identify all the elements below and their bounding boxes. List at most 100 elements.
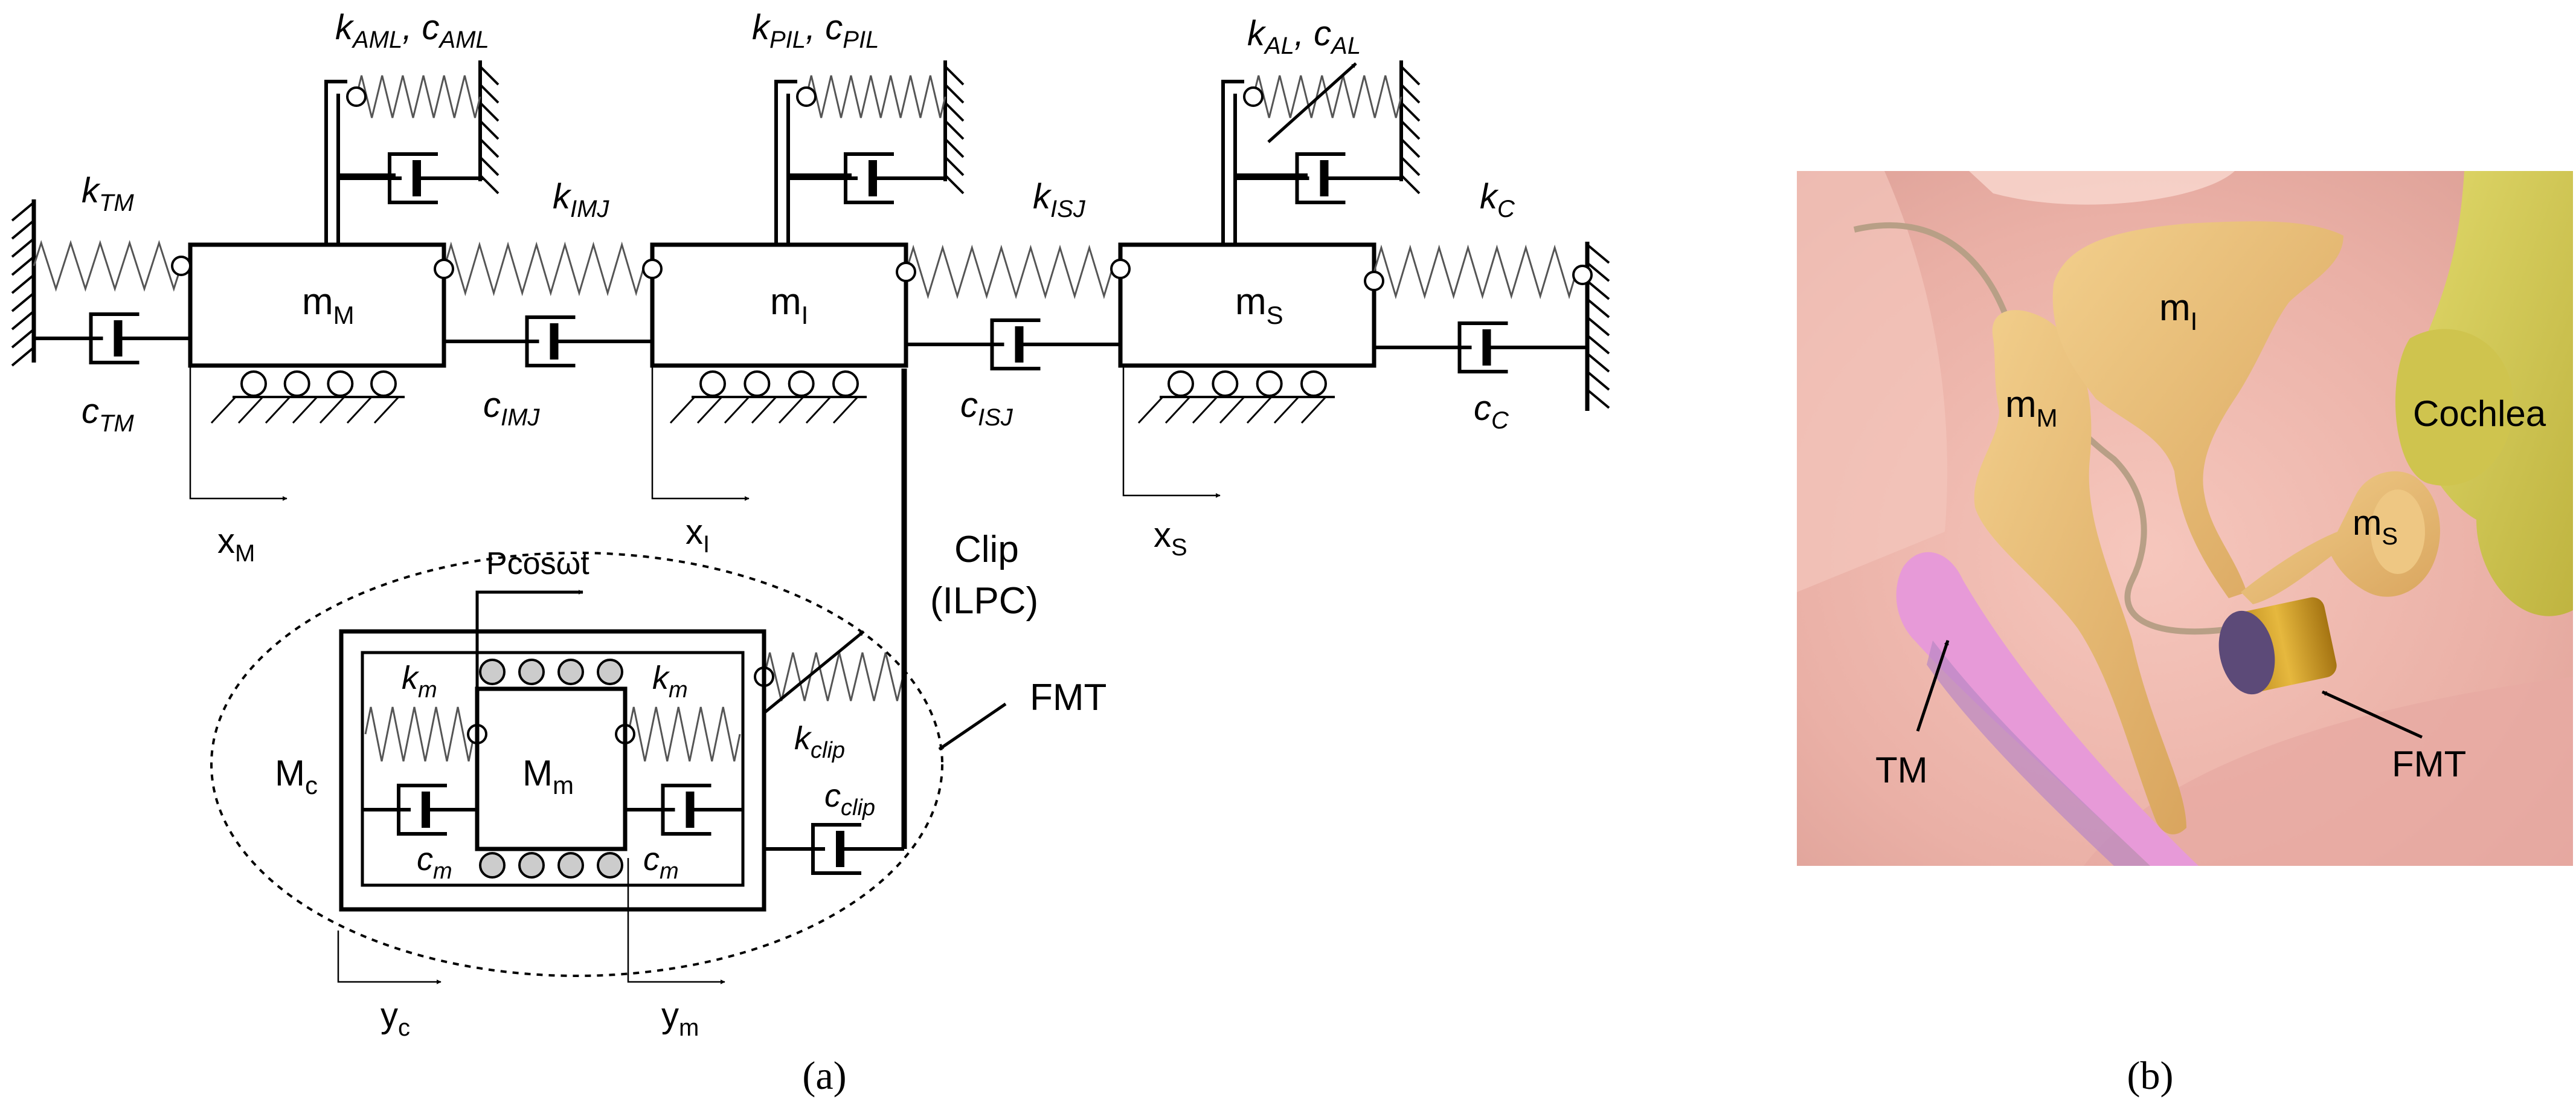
- damper-c-imj: [444, 315, 652, 367]
- springs: [33, 75, 1578, 762]
- stapes-footplate: [2371, 489, 2425, 574]
- label-c-c: cC: [1474, 389, 1509, 434]
- damper-c-c: [1374, 321, 1587, 373]
- parameter-labels: kTM cTM kAML, cAML kPIL, cPIL kAL, cAL k…: [82, 8, 1515, 437]
- pin: [1572, 265, 1593, 285]
- fmt-damper-right-label: cm: [643, 841, 679, 884]
- fmt-magnet-box: [475, 686, 628, 851]
- clip-label-line2: (ILPC): [930, 580, 1038, 622]
- fmt-casing-outer: [339, 629, 766, 912]
- label-k-pil-c-pil: kPIL, cPIL: [752, 8, 879, 53]
- tissue-fold-bottom: [2084, 677, 2573, 866]
- fmt-label: FMT: [1030, 677, 1107, 718]
- casing-mass-label: Mc: [275, 753, 318, 799]
- roller: [283, 370, 310, 397]
- label-b-fmt: FMT: [2392, 744, 2466, 784]
- roller-supports: [210, 370, 1335, 879]
- ligament-walls: [478, 60, 1421, 195]
- label-y-m: ym: [661, 996, 699, 1041]
- roller: [370, 370, 397, 397]
- fmt-roller: [518, 659, 545, 685]
- label-k-tm: kTM: [82, 171, 134, 216]
- label-x-s: xS: [1154, 515, 1187, 561]
- tympanic-membrane-shadow: [1927, 640, 2150, 866]
- roller: [240, 370, 267, 397]
- malleus-shape: [1974, 310, 2186, 834]
- spring-k-imj: [443, 241, 644, 297]
- clip-adjustable-arrow: [763, 630, 865, 714]
- damper-c-tm: [34, 312, 190, 364]
- cochlea-lobe: [2395, 329, 2513, 486]
- caption-b: (b): [2127, 1054, 2174, 1098]
- damper-c-clip: [764, 823, 904, 875]
- tm-pointer-arrow: [1916, 640, 1950, 732]
- left-wall: [11, 199, 36, 367]
- roller: [744, 370, 771, 397]
- label-b-cochlea: Cochlea: [2413, 393, 2546, 434]
- label-b-incus: mI: [2159, 287, 2197, 335]
- roller: [699, 370, 726, 397]
- caption-a: (a): [802, 1054, 846, 1098]
- right-wall: [1585, 242, 1610, 411]
- roller: [327, 370, 354, 397]
- roller-group-malleus: [210, 370, 405, 424]
- fmt-casing-inner: [361, 651, 745, 887]
- roller-group-incus: [669, 370, 867, 424]
- fmt-roller: [597, 659, 623, 685]
- label-x-i: xI: [686, 512, 710, 558]
- mass-stapes-box: [1118, 242, 1376, 368]
- tissue-fold-top: [1969, 171, 2235, 205]
- lead-wire: [1853, 222, 2235, 635]
- label-y-c: yc: [381, 996, 410, 1041]
- pin: [1364, 271, 1384, 291]
- label-b-malleus: mM: [2005, 384, 2058, 432]
- label-k-isj: kISJ: [1033, 177, 1086, 222]
- damper-c-m-left: [362, 784, 477, 836]
- label-b-stapes: mS: [2353, 503, 2398, 550]
- pin: [1110, 259, 1131, 279]
- roller: [1300, 370, 1327, 397]
- clip-spring-label: kclip: [794, 720, 845, 763]
- spring-k-tm: [33, 240, 182, 292]
- label-c-tm: cTM: [82, 392, 134, 437]
- spring-k-al: [1252, 75, 1402, 118]
- tympanic-membrane: [1896, 552, 2199, 866]
- spring-k-m-right: [627, 706, 741, 762]
- spring-k-m-left: [364, 706, 475, 762]
- mass-incus-label: mI: [770, 281, 808, 329]
- mass-incus-box: [650, 242, 908, 368]
- pin: [1243, 86, 1264, 107]
- clip-label-line1: Clip: [954, 529, 1019, 570]
- pin: [346, 86, 367, 107]
- label-x-m: xM: [217, 521, 255, 567]
- damper-c-al: [1235, 152, 1401, 204]
- label-k-c: kC: [1480, 177, 1515, 222]
- roller: [1212, 370, 1239, 397]
- roller: [1168, 370, 1194, 397]
- force-arrow: [475, 590, 583, 725]
- pin: [896, 262, 916, 282]
- clip-damper-label: cclip: [824, 778, 875, 821]
- fmt-roller: [479, 852, 506, 879]
- al-adjustable-arrow: [1267, 62, 1357, 143]
- label-k-imj: kIMJ: [553, 177, 609, 222]
- displacement-labels: xM xI xS yc ym: [217, 512, 1187, 1041]
- panel-b-illustration: mI mM mS Cochlea TM FMT (b): [1797, 171, 2573, 1098]
- fmt-roller: [557, 852, 584, 879]
- damper-c-isj: [906, 318, 1120, 370]
- displacement-axes: [189, 366, 1221, 984]
- pin: [434, 259, 454, 279]
- roller: [788, 370, 815, 397]
- damper-c-m-right: [625, 784, 743, 836]
- fmt-roller: [518, 852, 545, 879]
- tissue-fold-left: [1797, 171, 1947, 592]
- label-k-al-c-al: kAL, cAL: [1247, 14, 1361, 59]
- mass-malleus-label: mM: [302, 281, 355, 329]
- spring-k-isj: [905, 244, 1113, 300]
- fmt-roller: [557, 659, 584, 685]
- fmt-pointer-arrow: [938, 702, 1007, 751]
- fmt-spring-left-label: km: [402, 660, 437, 703]
- label-c-isj: cISJ: [960, 386, 1013, 431]
- damper-c-pil: [788, 152, 945, 204]
